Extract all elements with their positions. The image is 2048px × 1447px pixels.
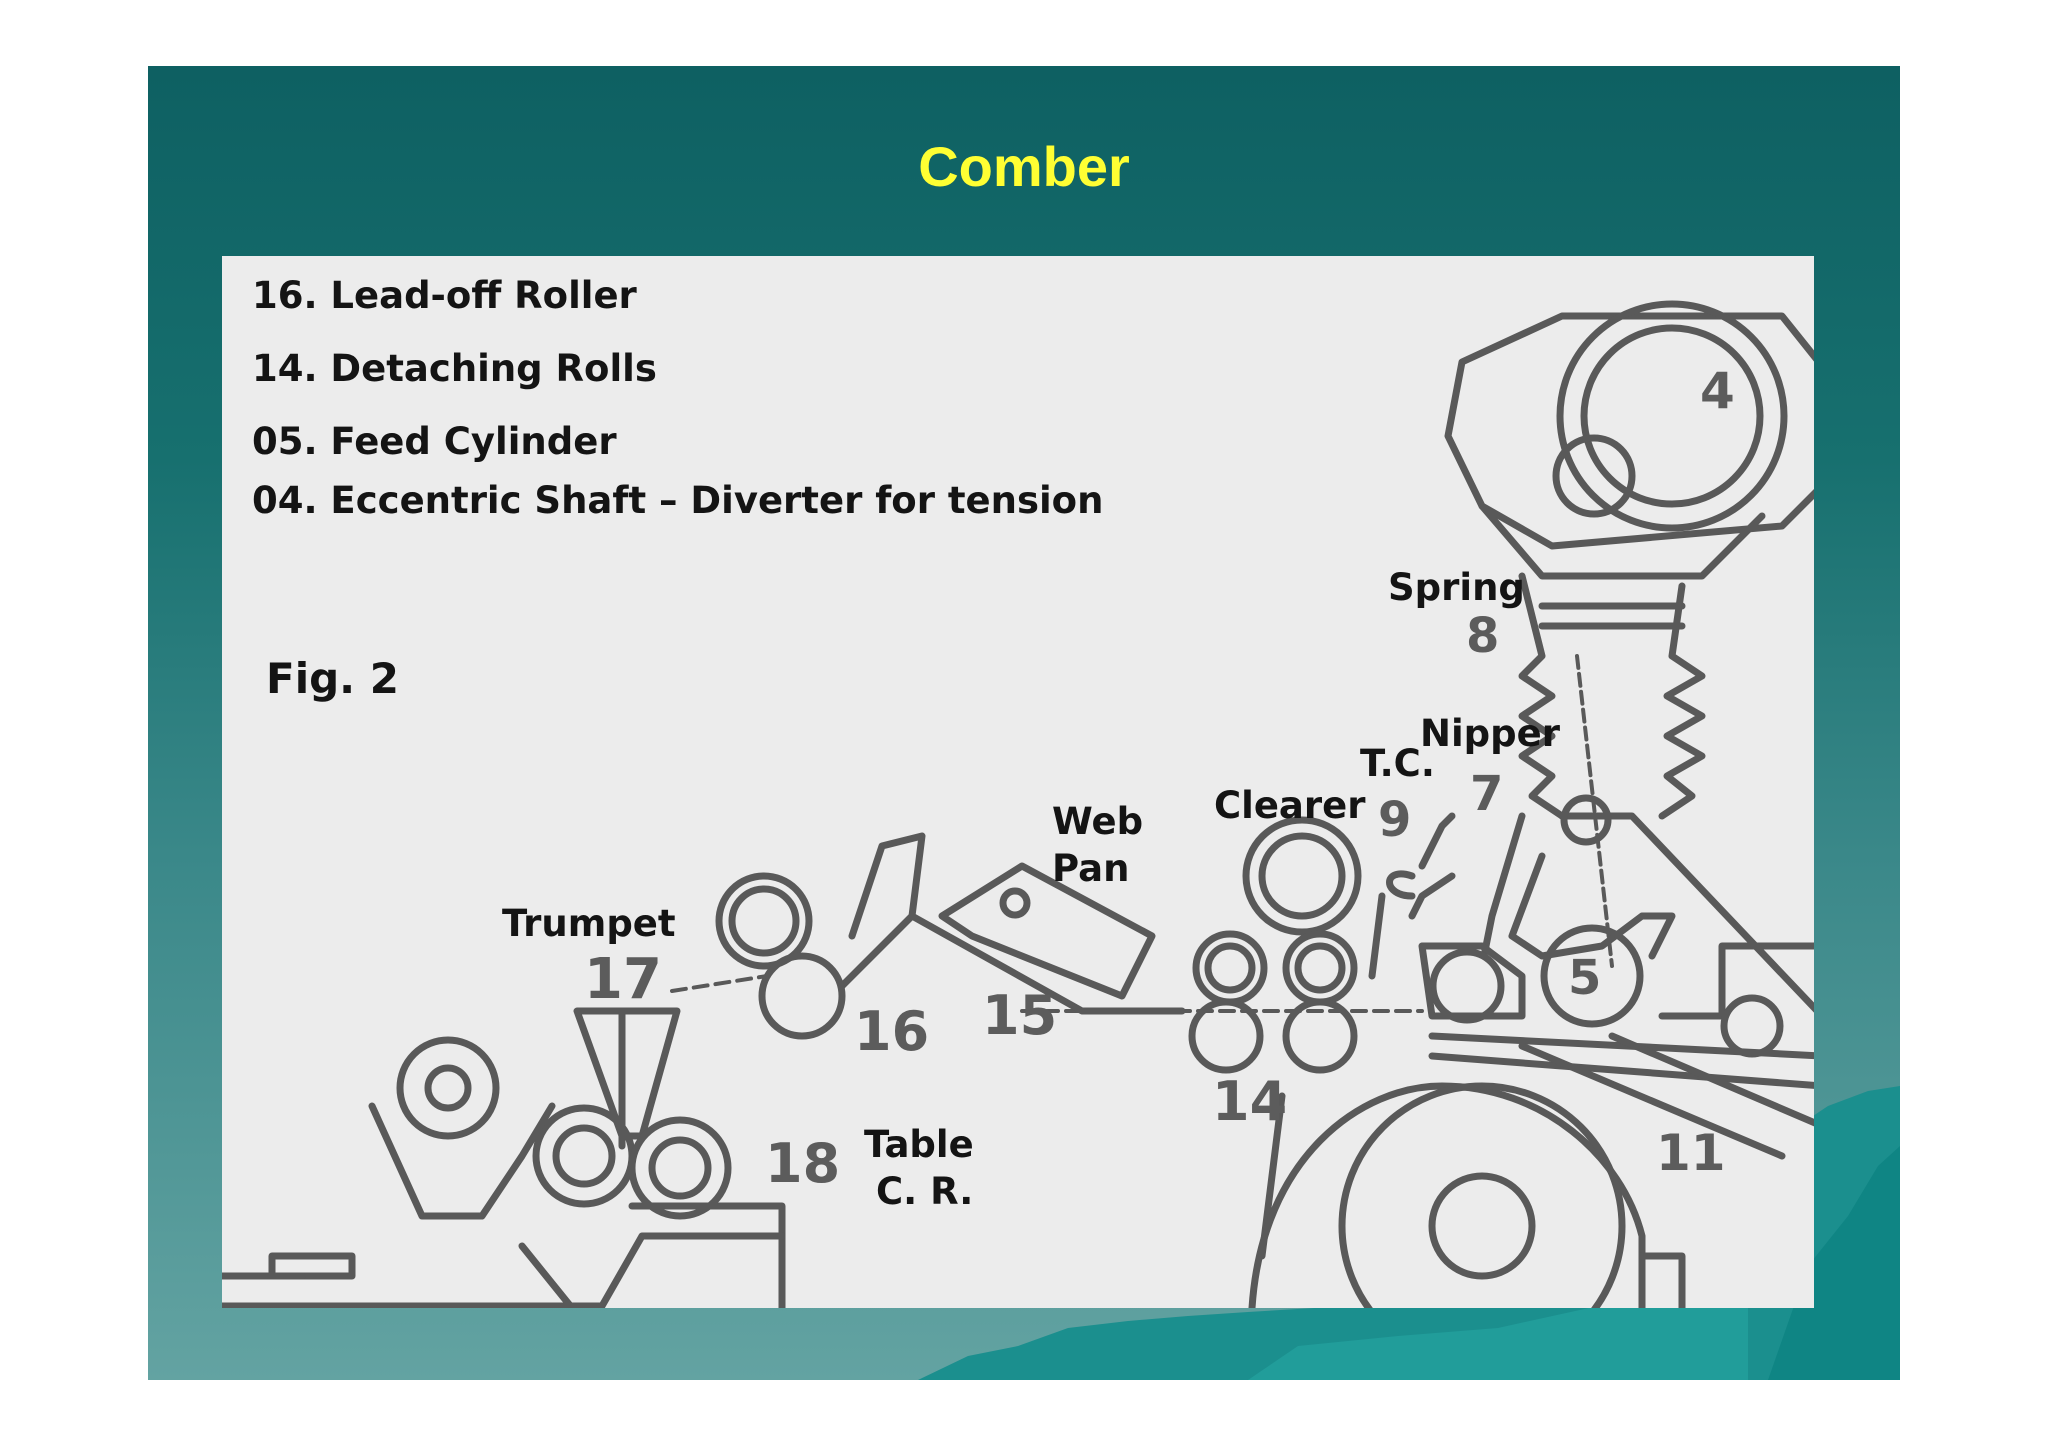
nipper-drawing (1408, 794, 1814, 1013)
comber-drawing: 4 8 7 9 5 17 16 15 14 18 11 (222, 300, 1814, 1308)
label-table: Table (864, 1123, 974, 1166)
part-number-15: 15 (982, 984, 1057, 1047)
part-number-14: 14 (1212, 1070, 1287, 1133)
part-number-9: 9 (1378, 792, 1411, 848)
part-number-11: 11 (1656, 1124, 1726, 1182)
slide-title: Comber (918, 135, 1130, 198)
legend-item-detaching-rolls: 14. Detaching Rolls (252, 347, 657, 390)
eccentric-shaft-drawing (1444, 300, 1814, 580)
label-pan: Pan (1052, 847, 1130, 890)
label-tc: T.C. (1360, 742, 1435, 785)
part-number-7: 7 (1470, 766, 1503, 822)
web-pan-drawing (838, 832, 1186, 1015)
cylinder-drawing (1248, 1082, 1686, 1308)
comber-diagram: 4 8 7 9 5 17 16 15 14 18 11 16. Lead-off… (222, 256, 1814, 1308)
part-number-16: 16 (854, 1000, 929, 1063)
label-clearer: Clearer (1214, 784, 1366, 827)
lead-off-roller-drawing (670, 872, 846, 1040)
part-number-17: 17 (584, 947, 662, 1012)
label-trumpet: Trumpet (502, 902, 676, 945)
part-number-5: 5 (1568, 950, 1601, 1006)
part-number-8: 8 (1466, 608, 1499, 664)
label-web: Web (1052, 800, 1144, 843)
figure-caption: Fig. 2 (266, 654, 399, 703)
label-spring: Spring (1388, 566, 1525, 609)
trumpet-drawing (222, 1007, 786, 1308)
legend-item-lead-off-roller: 16. Lead-off Roller (252, 274, 637, 317)
feed-cylinder-drawing (1418, 924, 1814, 1160)
part-number-18: 18 (765, 1132, 840, 1195)
part-number-4: 4 (1700, 362, 1735, 420)
legend-item-eccentric-shaft: 04. Eccentric Shaft – Diverter for tensi… (252, 479, 1104, 522)
spring-drawing (1518, 572, 1706, 968)
label-nipper: Nipper (1420, 712, 1560, 755)
slide: Comber (148, 66, 1900, 1380)
clearer-drawing (1242, 816, 1416, 980)
legend-item-feed-cylinder: 05. Feed Cylinder (252, 420, 617, 463)
label-cr: C. R. (876, 1170, 974, 1213)
